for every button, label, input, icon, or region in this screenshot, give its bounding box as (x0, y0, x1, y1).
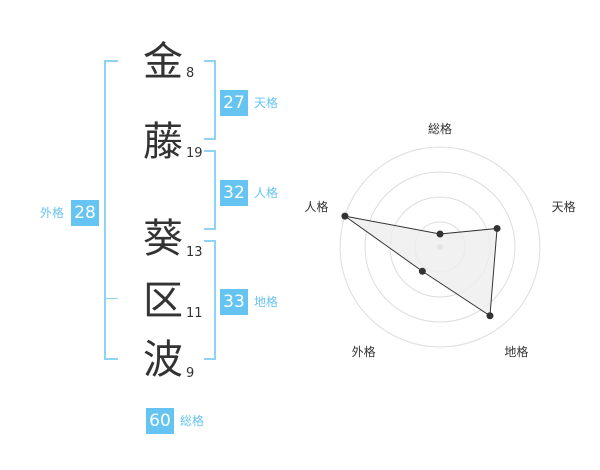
radar-point-1 (493, 224, 501, 232)
jinkaku-label: 人格 (254, 186, 279, 200)
gaikaku-bracket-tick (104, 298, 118, 300)
chikaku-label: 地格 (254, 295, 279, 309)
radar-axis-label-0: 総格 (428, 121, 452, 136)
tenkaku-label: 天格 (254, 96, 279, 110)
soukaku-label: 総格 (180, 414, 205, 428)
name-char-4: 区 (143, 278, 183, 324)
chikaku-value: 33 (220, 289, 248, 315)
name-char-2: 藤 (143, 119, 183, 165)
radar-point-0 (436, 230, 444, 238)
radar-point-3 (418, 267, 426, 275)
soukaku-value: 60 (146, 408, 174, 434)
stroke-count-5: 9 (186, 366, 195, 381)
radar-axis-label-2: 地格 (504, 344, 528, 359)
tenkaku-value: 27 (220, 90, 248, 116)
radar-point-4 (341, 212, 349, 220)
stroke-count-3: 13 (186, 245, 203, 260)
jinkaku-bracket (204, 150, 216, 230)
gaikaku-bracket (104, 60, 118, 360)
radar-series-polygon (344, 215, 498, 317)
chikaku-bracket (204, 240, 216, 360)
radar-point-2 (486, 312, 494, 320)
gaikaku-label: 外格 (40, 206, 65, 220)
stroke-count-2: 19 (186, 146, 203, 161)
jinkaku-value: 32 (220, 180, 248, 206)
tenkaku-bracket (204, 60, 216, 140)
radar-axis-label-1: 天格 (552, 199, 576, 214)
stroke-count-1: 8 (186, 66, 195, 81)
stroke-count-4: 11 (186, 306, 203, 321)
name-char-1: 金 (143, 39, 183, 85)
radar-axis-label-3: 外格 (352, 344, 376, 359)
gaikaku-value: 28 (71, 200, 99, 226)
radar-axis-label-4: 人格 (304, 199, 328, 214)
name-char-5: 波 (143, 337, 183, 383)
radar-ring-3 (364, 171, 516, 323)
name-char-3: 葵 (143, 216, 183, 262)
radar-ring-4 (339, 146, 541, 348)
